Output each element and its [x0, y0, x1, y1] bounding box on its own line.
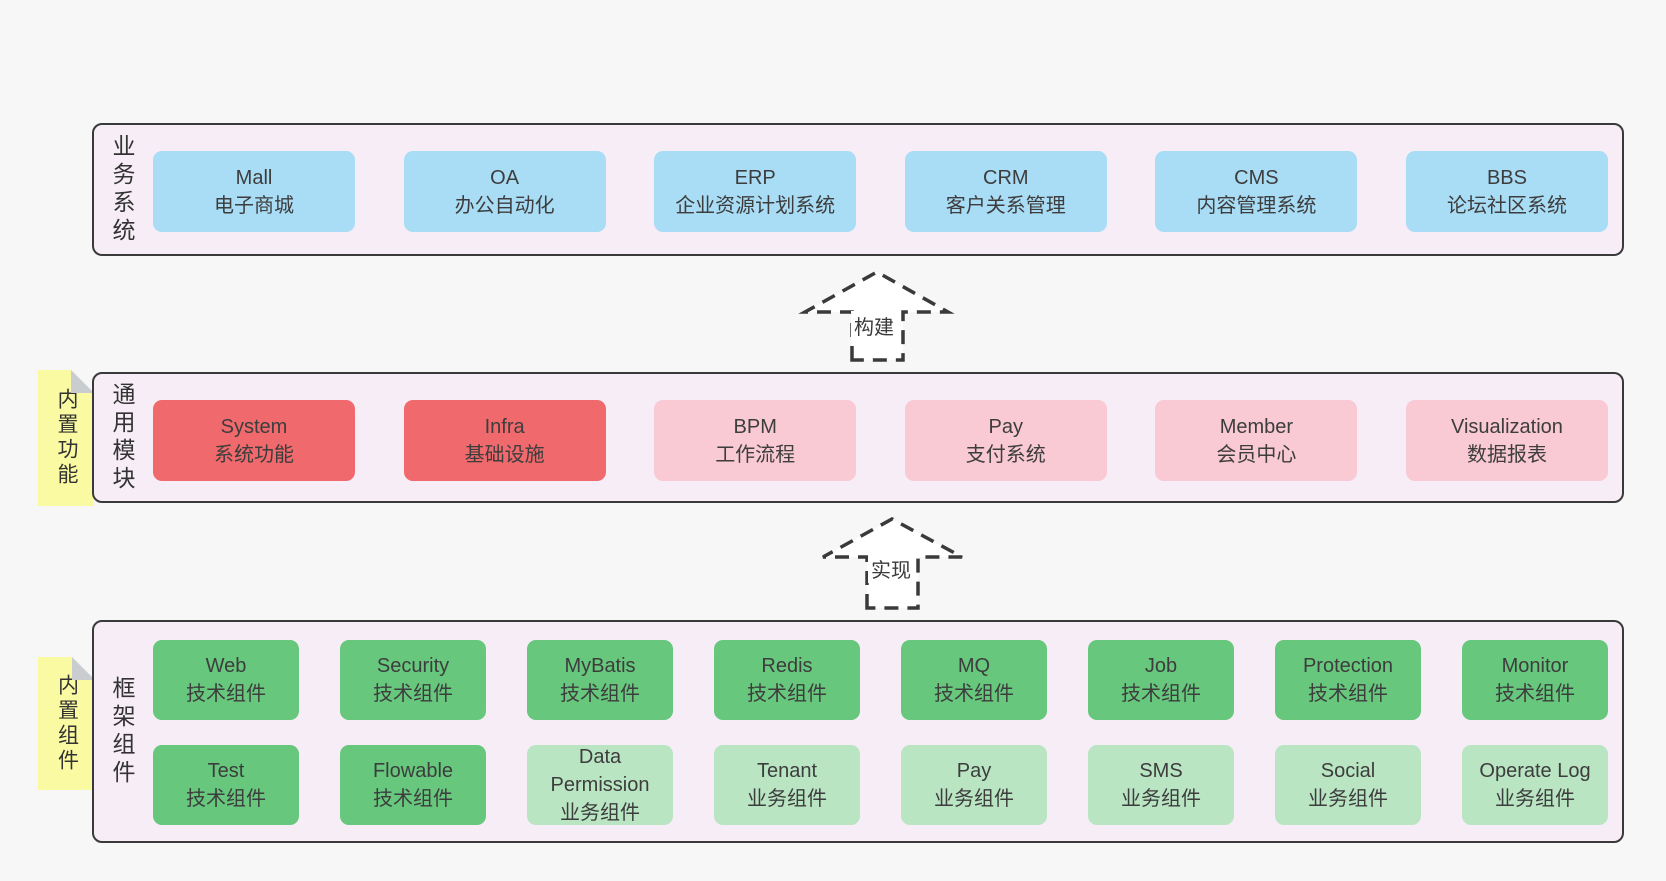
module-box-mq: MQ 技术组件 [901, 640, 1047, 720]
module-box-member: Member 会员中心 [1155, 400, 1358, 481]
module-title: Social [1320, 760, 1376, 782]
module-subtitle: 系统功能 [214, 443, 294, 466]
module-title: BPM [733, 415, 777, 438]
module-subtitle: 业务组件 [1121, 788, 1201, 810]
module-title: Visualization [1451, 415, 1563, 438]
module-box-crm: CRM 客户关系管理 [904, 151, 1107, 232]
module-subtitle: 技术组件 [1121, 683, 1201, 705]
module-box-pay: Pay 支付系统 [904, 400, 1107, 481]
module-box-web: Web 技术组件 [153, 640, 299, 720]
module-subtitle: 技术组件 [186, 788, 266, 810]
module-title: Member [1219, 415, 1294, 438]
module-box-tenant: Tenant 业务组件 [714, 745, 860, 825]
module-subtitle: 企业资源计划系统 [675, 194, 836, 217]
module-subtitle: 技术组件 [747, 683, 827, 705]
module-title: ERP [734, 166, 776, 189]
build-arrow-label: 构建 [851, 311, 897, 340]
module-title: OA [490, 166, 520, 189]
sticky-note-built-in-features-label: 内置功能 [55, 388, 78, 488]
module-title: Web [205, 655, 247, 677]
module-title: Mall [235, 166, 273, 189]
module-subtitle: 业务组件 [747, 788, 827, 810]
module-subtitle: 基础设施 [464, 443, 545, 466]
module-title: Protection [1302, 655, 1394, 677]
module-subtitle: 工作流程 [715, 443, 796, 466]
module-title: CRM [983, 166, 1029, 189]
module-box-security: Security 技术组件 [340, 640, 486, 720]
module-box-sms: SMS 业务组件 [1088, 745, 1234, 825]
module-subtitle: 技术组件 [560, 683, 640, 705]
common-modules-row: System 系统功能 Infra 基础设施 BPM 工作流程 Pay 支付系统 Member 会… [153, 400, 1608, 481]
sticky-fold-icon [71, 370, 94, 393]
module-box-test: Test 技术组件 [153, 745, 299, 825]
module-subtitle: 支付系统 [965, 443, 1046, 466]
module-title: SMS [1139, 760, 1183, 782]
module-box-monitor: Monitor 技术组件 [1462, 640, 1608, 720]
section-label-business-systems: 业务系统 [109, 133, 135, 246]
module-box-oa: OA 办公自动化 [403, 151, 606, 232]
module-subtitle: 数据报表 [1466, 443, 1547, 466]
module-title: Pay [956, 760, 992, 782]
module-title: Monitor [1501, 655, 1569, 677]
sticky-note-built-in-components-label: 内置组件 [55, 673, 79, 774]
section-business-systems: 业务系统 Mall 电子商城 OA 办公自动化 ERP 企业资源计划系统 CRM 客户关系管理… [92, 123, 1624, 256]
module-title: MQ [957, 655, 991, 677]
business-systems-row: Mall 电子商城 OA 办公自动化 ERP 企业资源计划系统 CRM 客户关系管理 CMS 内容… [153, 151, 1608, 232]
module-subtitle: 内容管理系统 [1196, 194, 1317, 217]
module-subtitle: 技术组件 [186, 683, 266, 705]
implement-arrow-label: 实现 [868, 554, 914, 583]
module-subtitle: 技术组件 [1308, 683, 1388, 705]
module-box-social: Social 业务组件 [1275, 745, 1421, 825]
module-box-cms: CMS 内容管理系统 [1155, 151, 1358, 232]
module-title: Tenant [756, 760, 818, 782]
section-label-framework-components: 框架组件 [109, 675, 135, 788]
module-box-erp: ERP 企业资源计划系统 [654, 151, 857, 232]
module-box-operate-log: Operate Log 业务组件 [1462, 745, 1608, 825]
module-box-infra: Infra 基础设施 [403, 400, 606, 481]
module-subtitle: 技术组件 [1495, 683, 1575, 705]
module-box-bpm: BPM 工作流程 [654, 400, 857, 481]
module-subtitle: 业务组件 [1495, 788, 1575, 810]
module-box-bbs: BBS 论坛社区系统 [1405, 151, 1608, 232]
module-box-mall: Mall 电子商城 [153, 151, 355, 232]
module-title: Test [207, 760, 245, 782]
module-box-job: Job 技术组件 [1088, 640, 1234, 720]
module-title: Security [376, 655, 450, 677]
module-subtitle: 业务组件 [560, 802, 640, 824]
module-box-mybatis: MyBatis 技术组件 [527, 640, 673, 720]
module-title: Infra [484, 415, 525, 438]
module-box-data-permission: Data Permission 业务组件 [527, 745, 673, 825]
module-title: Operate Log [1479, 760, 1591, 782]
module-subtitle: 技术组件 [934, 683, 1014, 705]
module-box-flowable: Flowable 技术组件 [340, 745, 486, 825]
module-subtitle: 业务组件 [934, 788, 1014, 810]
module-title: Job [1144, 655, 1178, 677]
module-title: Redis [761, 655, 813, 677]
module-subtitle: 电子商城 [214, 194, 294, 217]
module-subtitle: 论坛社区系统 [1446, 194, 1567, 217]
module-subtitle: 会员中心 [1216, 443, 1297, 466]
module-subtitle: 技术组件 [373, 683, 453, 705]
module-title: Data Permission [550, 746, 650, 796]
module-subtitle: 技术组件 [373, 788, 453, 810]
module-title: Flowable [372, 760, 454, 782]
module-subtitle: 业务组件 [1308, 788, 1388, 810]
module-box-system: System 系统功能 [153, 400, 355, 481]
module-subtitle: 客户关系管理 [945, 194, 1066, 217]
module-title: MyBatis [564, 655, 636, 677]
module-box-visualization: Visualization 数据报表 [1405, 400, 1608, 481]
module-title: System [220, 415, 288, 438]
module-title: CMS [1234, 166, 1279, 189]
module-box-protection: Protection 技术组件 [1275, 640, 1421, 720]
module-box-pay: Pay 业务组件 [901, 745, 1047, 825]
module-title: Pay [988, 415, 1024, 438]
module-title: BBS [1486, 166, 1527, 189]
section-common-modules: 通用模块 System 系统功能 Infra 基础设施 BPM 工作流程 Pay 支付系统 Me… [92, 372, 1624, 503]
module-box-redis: Redis 技术组件 [714, 640, 860, 720]
module-subtitle: 办公自动化 [454, 194, 555, 217]
section-label-common-modules: 通用模块 [109, 381, 135, 494]
